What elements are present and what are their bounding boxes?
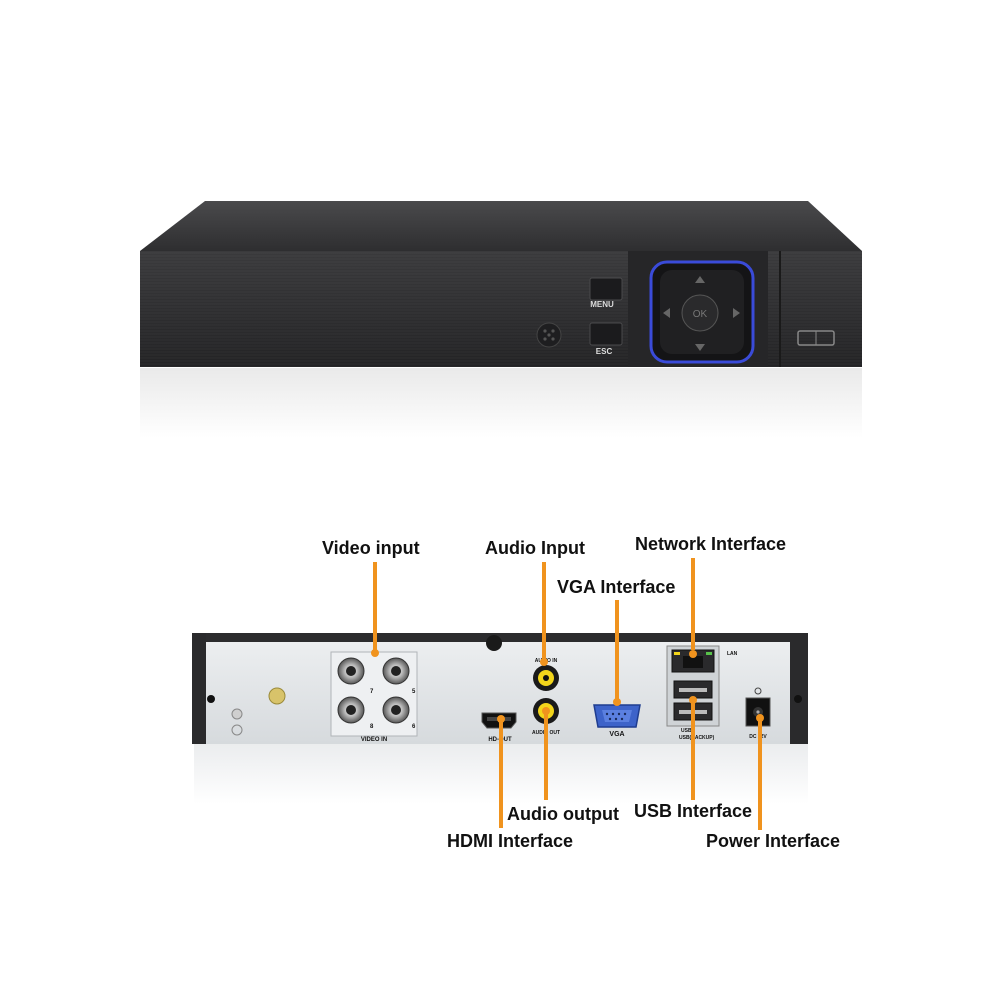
front-reflection bbox=[140, 368, 862, 438]
usb-mark: USB bbox=[681, 728, 692, 734]
navigation-pad[interactable]: OK bbox=[649, 260, 755, 364]
vga-mark: VGA bbox=[609, 731, 624, 738]
leader-lines bbox=[371, 558, 764, 830]
esc-label: ESC bbox=[596, 347, 613, 356]
video-in-block: 7 5 8 6 VIDEO IN bbox=[330, 651, 418, 743]
rear-right-frame bbox=[790, 633, 808, 744]
channel-number: 6 bbox=[412, 724, 416, 730]
rear-unit-top bbox=[194, 633, 808, 642]
network-interface-callout: Network Interface bbox=[635, 534, 787, 554]
esc-button[interactable] bbox=[589, 322, 623, 346]
audio-input-callout: Audio Input bbox=[485, 538, 585, 558]
ok-label: OK bbox=[693, 309, 708, 320]
vga-port[interactable] bbox=[593, 704, 641, 728]
channel-number: 7 bbox=[370, 689, 374, 695]
fan-screw bbox=[268, 687, 286, 705]
usb-interface-callout: USB Interface bbox=[634, 801, 753, 821]
front-unit-top bbox=[140, 201, 862, 251]
arrow-up-icon[interactable] bbox=[695, 276, 705, 283]
power-interface-callout: Power Interface bbox=[706, 831, 841, 851]
menu-button[interactable] bbox=[589, 277, 623, 301]
vga-interface-callout: VGA Interface bbox=[557, 577, 676, 597]
ground-symbol-icon bbox=[231, 724, 243, 736]
channel-number: 5 bbox=[412, 689, 416, 695]
front-unit: MENU ESC OK bbox=[140, 201, 862, 367]
channel-number: 8 bbox=[370, 724, 374, 730]
speaker-grill bbox=[536, 322, 562, 348]
video-input-callout: Video input bbox=[322, 538, 420, 558]
usb-backup-mark: USB(BACKUP) bbox=[679, 735, 715, 741]
polarity-icon bbox=[754, 687, 762, 695]
audio-in-port[interactable] bbox=[533, 665, 559, 691]
arrow-down-icon[interactable] bbox=[695, 344, 705, 351]
video-in-mark: VIDEO IN bbox=[361, 737, 387, 743]
rear-left-frame bbox=[192, 633, 206, 744]
rear-unit: 7 5 8 6 VIDEO IN HD-OUT AUDIO IN AUDIO O… bbox=[192, 633, 808, 744]
arrow-right-icon[interactable] bbox=[733, 308, 740, 318]
hdmi-interface-callout: HDMI Interface bbox=[447, 831, 574, 851]
lan-mark: LAN bbox=[727, 651, 738, 657]
ground-screw bbox=[231, 708, 243, 720]
audio-output-callout: Audio output bbox=[507, 804, 619, 824]
arrow-left-icon[interactable] bbox=[663, 308, 670, 318]
menu-label: MENU bbox=[590, 300, 614, 309]
